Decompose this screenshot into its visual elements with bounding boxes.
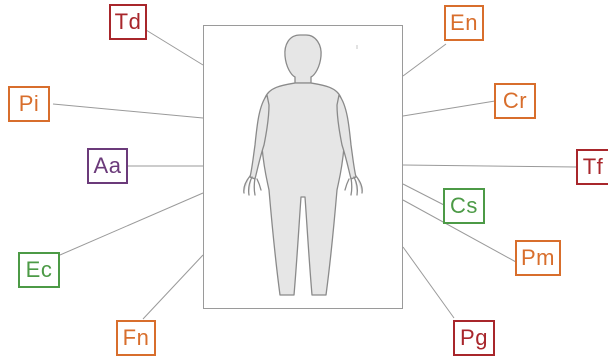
connector-td <box>145 29 204 66</box>
connector-cs <box>402 183 445 206</box>
label-fn-text: Fn <box>122 325 150 350</box>
label-pg: Pg <box>453 320 495 356</box>
label-td: Td <box>109 4 147 40</box>
label-cs: Cs <box>443 188 485 224</box>
label-cr-text: Cr <box>502 88 528 113</box>
label-pi: Pi <box>8 86 50 122</box>
label-aa-text: Aa <box>93 153 122 178</box>
label-ec-text: Ec <box>25 257 53 282</box>
connector-fn <box>142 254 204 320</box>
connector-pi <box>52 103 204 119</box>
connector-pg <box>402 246 455 319</box>
label-en: En <box>444 5 484 41</box>
label-tf: Tf <box>576 149 608 185</box>
label-tf-text: Tf <box>582 154 604 179</box>
connector-cr <box>402 100 496 117</box>
label-aa: Aa <box>87 148 128 184</box>
label-cs-text: Cs <box>450 193 478 218</box>
connector-tf <box>402 164 578 168</box>
connector-pm <box>402 199 517 263</box>
label-td-text: Td <box>114 9 142 34</box>
label-en-text: En <box>450 10 478 35</box>
connector-ec <box>59 192 204 256</box>
label-fn: Fn <box>116 320 156 356</box>
label-pg-text: Pg <box>460 325 488 350</box>
human-body-silhouette-icon <box>243 34 363 296</box>
label-ec: Ec <box>18 252 60 288</box>
label-pm: Pm <box>515 240 561 276</box>
label-cr: Cr <box>494 83 536 119</box>
connector-en <box>402 43 447 77</box>
label-pm-text: Pm <box>521 245 555 270</box>
label-pi-text: Pi <box>18 91 40 116</box>
